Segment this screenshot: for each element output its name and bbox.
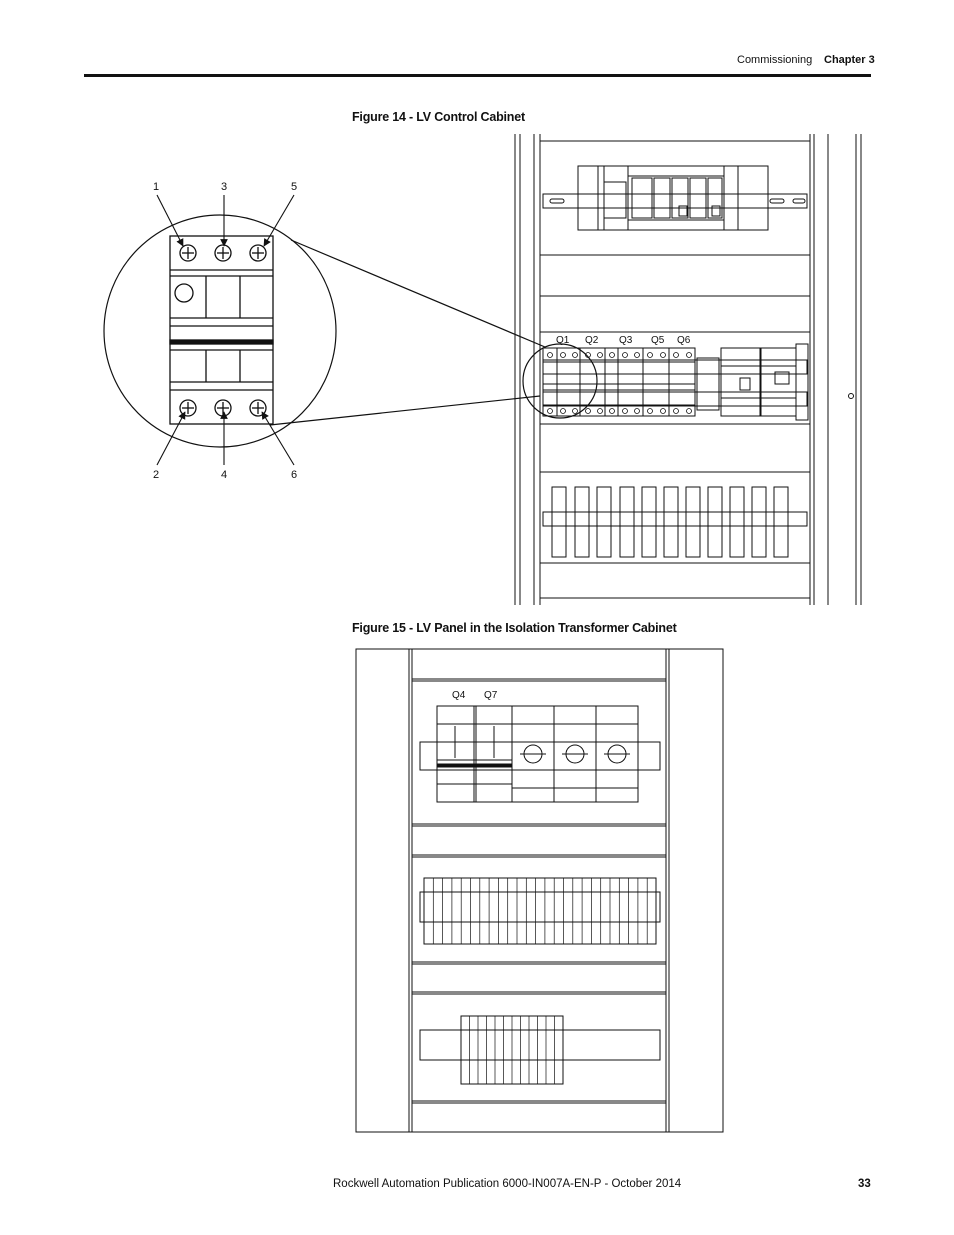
header-chapter: Chapter 3 [824, 54, 875, 66]
callout-4: 4 [221, 469, 227, 481]
callout-5: 5 [291, 181, 297, 193]
footer-page-number: 33 [858, 1178, 871, 1190]
callout-1: 1 [153, 181, 159, 193]
header-rule [84, 74, 871, 77]
breaker-label-q7: Q7 [484, 690, 498, 701]
breaker-label-q5: Q5 [651, 335, 665, 346]
breaker-label-q1: Q1 [556, 335, 570, 346]
breaker-label-q4: Q4 [452, 690, 466, 701]
figure-14-cabinet [514, 134, 862, 605]
figure-14-fuse-holders [551, 486, 789, 558]
figure-14-callout-leaders [156, 194, 295, 466]
callout-2: 2 [153, 469, 159, 481]
figure-15-terminal-block-1 [432, 878, 648, 944]
figure-15-terminal-block-2 [469, 1016, 555, 1084]
figure-15-caption: Figure 15 - LV Panel in the Isolation Tr… [352, 621, 677, 635]
figure-14-caption: Figure 14 - LV Control Cabinet [352, 110, 525, 124]
footer-publication: Rockwell Automation Publication 6000-IN0… [333, 1178, 682, 1190]
callout-3: 3 [221, 181, 227, 193]
header-section-title: Commissioning [737, 54, 813, 66]
figure-14-screws [547, 352, 692, 414]
figure-14-magnifier [103, 214, 598, 448]
breaker-label-q2: Q2 [585, 335, 599, 346]
breaker-label-q6: Q6 [677, 335, 691, 346]
callout-6: 6 [291, 469, 297, 481]
breaker-label-q3: Q3 [619, 335, 633, 346]
figure-14-zoomed-breaker [169, 235, 274, 425]
figure-15-panel [355, 648, 724, 1133]
